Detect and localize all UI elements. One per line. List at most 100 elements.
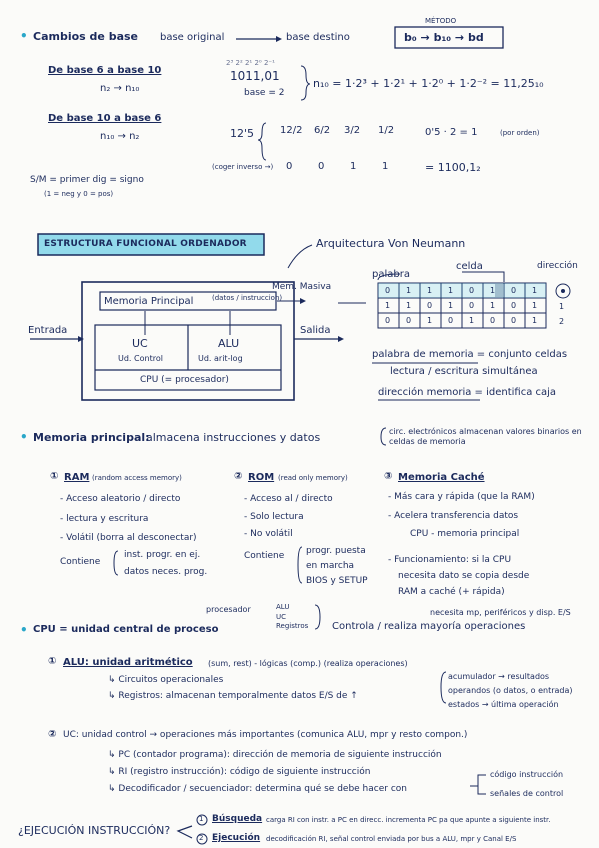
uc-box: UC (132, 337, 148, 350)
ram-item-1: - Acceso aleatorio / directo (60, 494, 181, 504)
digit-2: 0 (318, 161, 325, 172)
ram-item-3: - Volátil (borra al desconectar) (60, 533, 197, 543)
fraction-4: 1/2 (378, 125, 395, 136)
memory-cell: 1 (427, 316, 433, 325)
direccion-label: dirección (537, 261, 578, 271)
fraction-result: 0'5 · 2 = 1 (425, 127, 478, 138)
memory-cell: 0 (469, 286, 475, 295)
ejecucion-question: ¿EJECUCIÓN INSTRUCCIÓN? (18, 824, 171, 837)
rom-cont-1: progr. puesta (306, 546, 366, 556)
base-destino-label: base destino (286, 32, 350, 43)
step-1-desc: carga RI con instr. a PC en direcc. incr… (266, 816, 551, 824)
cpu-title: CPU = unidad central de proceso (33, 624, 219, 635)
section-title-bases: Cambios de base (33, 30, 139, 43)
cpu-part-uc: UC (276, 613, 287, 621)
alu-box: ALU (218, 337, 240, 350)
ram-cont-1: inst. progr. en ej. (124, 550, 201, 560)
cpu-label: CPU (= procesador) (140, 375, 229, 385)
ram-sub: (random access memory) (92, 474, 182, 482)
ram-item-2: - lectura y escritura (60, 514, 149, 524)
rom-title: ROM (248, 472, 275, 483)
alu-reg-2: operandos (o datos, o entrada) (448, 686, 573, 695)
procesador-label: procesador (206, 605, 251, 614)
memory-cell: 0 (490, 316, 496, 325)
mem-masiva: Mem. Masiva (272, 282, 332, 292)
memory-cell: 1 (490, 286, 496, 295)
rom-item-1: - Acceso al / directo (244, 494, 333, 504)
sm-rule: S/M = primer dig = signo (30, 175, 144, 185)
binary-result: = 1100,1₂ (425, 161, 481, 174)
por-orden: (por orden) (500, 129, 540, 137)
ram-num: ① (50, 471, 59, 482)
alu-sub: Ud. arit-log (198, 354, 243, 363)
cpu-controla: Controla / realiza mayoría operaciones (332, 621, 526, 632)
celda-label: celda (456, 261, 483, 272)
memory-cell: 1 (469, 316, 475, 325)
subtitle-b10-b6: De base 10 a base 6 (48, 113, 162, 124)
metodo-label: MÉTODO (425, 17, 457, 25)
memory-cell: 0 (427, 301, 433, 310)
palabra-label: palabra (372, 269, 410, 280)
rom-sub: (read only memory) (278, 474, 348, 482)
memory-cell: 1 (532, 316, 538, 325)
cpu-recursos: necesita mp, periféricos y disp. E/S (430, 608, 571, 617)
fraction-2: 6/2 (314, 125, 331, 136)
memoria-title: Memoria principal: (33, 431, 150, 444)
uc-item-1: ↳ PC (contador programa): dirección de m… (108, 750, 442, 760)
cpu-part-alu: ALU (276, 603, 290, 611)
memory-cell: 0 (385, 316, 391, 325)
alu-reg-1: acumulador → resultados (448, 672, 550, 681)
cpu-part-reg: Registros (276, 622, 309, 630)
cache-item-4: - Funcionamiento: si la CPU (388, 555, 512, 565)
uc-item-2: ↳ RI (registro instrucción): código de s… (108, 767, 371, 777)
bullet: • (20, 29, 28, 43)
memory-cell: 1 (532, 301, 538, 310)
uc-out-2: señales de control (490, 789, 564, 798)
fraction-1: 12/2 (280, 125, 303, 136)
memory-cell: 0 (448, 316, 454, 325)
ram-contiene: Contiene (60, 557, 101, 567)
bullet: • (20, 430, 28, 444)
def-direccion: dirección memoria = identifica caja (378, 387, 557, 398)
rom-item-3: - No volátil (244, 529, 293, 539)
step-2-desc: decodificación RI, señal control enviada… (266, 835, 517, 843)
memory-cell: 1 (448, 286, 454, 295)
coger-inverso: (coger inverso →) (212, 163, 274, 171)
memory-cell: 1 (406, 286, 412, 295)
memory-cell: 1 (385, 301, 391, 310)
memory-cell: 1 (427, 286, 433, 295)
alu-title-2: (sum, rest) - lógicas (comp.) (realiza o… (208, 659, 408, 668)
memory-cell: 1 (406, 301, 412, 310)
division-start: 12'5 (230, 127, 255, 140)
entrada-label: Entrada (28, 325, 68, 336)
digit-1: 0 (286, 161, 293, 172)
memory-cell: 0 (385, 286, 391, 295)
uc-sub: Ud. Control (118, 354, 163, 363)
cache-item-1: - Más cara y rápida (que la RAM) (388, 492, 535, 502)
bullet: • (20, 623, 28, 637)
alu-item-2: ↳ Registros: almacenan temporalmente dat… (108, 691, 358, 701)
def-lectura: lectura / escritura simultánea (390, 366, 538, 377)
rom-contiene: Contiene (244, 551, 285, 561)
memory-cell: 1 (448, 301, 454, 310)
von-neumann-label: Arquitectura Von Neumann (316, 237, 466, 250)
memory-cell: 0 (406, 316, 412, 325)
memory-cell: 1 (490, 301, 496, 310)
alu-title: ALU: unidad aritmético (63, 657, 193, 668)
cache-num: ③ (384, 471, 393, 482)
uc-title: UC: unidad control → operaciones más imp… (63, 730, 468, 740)
digit-3: 1 (350, 161, 357, 172)
memory-cell: 1 (532, 286, 538, 295)
n2-n10: n₂ → n₁₀ (100, 83, 140, 94)
binary-number: 1011,01 (230, 69, 280, 83)
row-num-2: 2 (559, 317, 565, 326)
row-num-1: 1 (559, 302, 565, 311)
base2-label: base = 2 (244, 88, 285, 98)
memoria-principal-box: Memoria Principal (104, 296, 194, 307)
memory-cell: 0 (511, 301, 517, 310)
memory-cell: 0 (511, 286, 517, 295)
base-original-label: base original (160, 32, 225, 43)
cache-item-3: CPU - memoria principal (410, 529, 520, 539)
alu-num: ① (48, 656, 57, 667)
